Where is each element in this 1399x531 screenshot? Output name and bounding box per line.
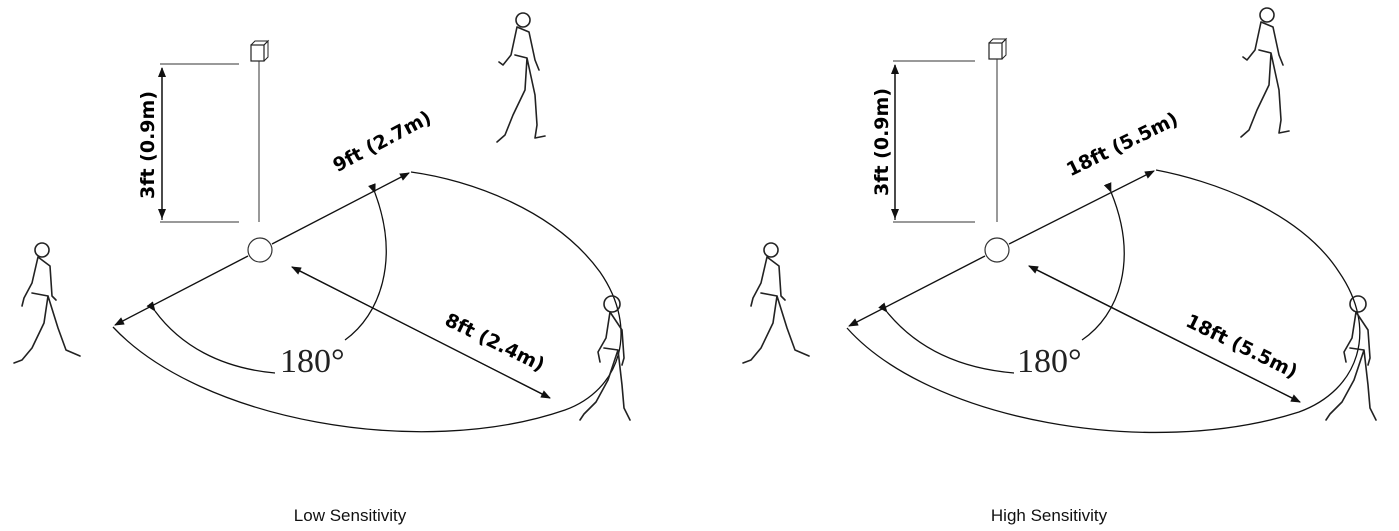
- height-dimension: [158, 63, 239, 223]
- walking-person-icon: [13, 242, 81, 364]
- panel-caption: High Sensitivity: [990, 506, 1108, 525]
- left-ray: [114, 255, 249, 326]
- walking-person-icon: [1325, 295, 1377, 421]
- coverage-boundary: [112, 171, 622, 433]
- angle-label: 180°: [1017, 343, 1082, 380]
- sensor-icon: [988, 37, 1008, 222]
- radius-label: 9ft (2.7m): [329, 107, 435, 177]
- low-sensitivity-panel: 3ft (0.9m) 180° 9ft (2.7m) 8ft (2.4m): [13, 12, 631, 525]
- sensor-icon: [250, 39, 270, 222]
- detection-diagram: 3ft (0.9m) 180° 9ft (2.7m) 8ft (2.4m): [13, 12, 631, 433]
- radius-label: 18ft (5.5m): [1063, 108, 1182, 181]
- panel-caption: Low Sensitivity: [293, 506, 407, 525]
- height-label: 3ft (0.9m): [137, 91, 159, 199]
- angle-arc-right: [344, 183, 387, 341]
- left-ray: [848, 255, 986, 327]
- sensor-floor-marker: [247, 237, 273, 263]
- angle-label: 180°: [280, 343, 345, 380]
- angle-arc-right: [1081, 182, 1125, 341]
- walking-person-icon: [1240, 7, 1290, 138]
- angle-arc-left: [878, 302, 1015, 374]
- height-label: 3ft (0.9m): [871, 88, 893, 196]
- height-dimension: [891, 60, 975, 223]
- coverage-boundary: [846, 169, 1361, 434]
- radius-arrow: [1008, 170, 1155, 245]
- angle-arc-left: [146, 301, 276, 374]
- walking-person-icon: [496, 12, 546, 143]
- walking-person-icon: [579, 295, 631, 421]
- range-label: 8ft (2.4m): [441, 309, 548, 376]
- detection-diagram: 3ft (0.9m) 180° 18ft (5.5m) 18ft (5.5m): [742, 7, 1377, 434]
- high-sensitivity-panel: 3ft (0.9m) 180° 18ft (5.5m) 18ft (5.5m): [699, 0, 1399, 531]
- walking-person-icon: [742, 242, 810, 364]
- radius-arrow: [271, 172, 410, 245]
- sensor-floor-marker: [984, 237, 1010, 263]
